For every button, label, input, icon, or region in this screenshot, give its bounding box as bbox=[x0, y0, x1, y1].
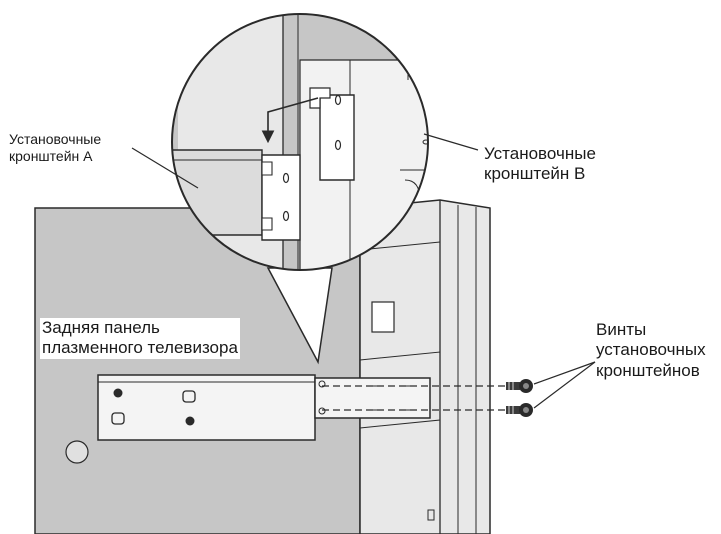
rear-panel-label: Задняя панель плазменного телевизора bbox=[40, 318, 240, 359]
bracket-a-label-line2: кронштейн А bbox=[9, 147, 93, 164]
magnifier-callout bbox=[171, 13, 429, 365]
screws-label-line2: установочных bbox=[596, 340, 706, 360]
screw-pointer-lines bbox=[533, 361, 596, 409]
panel-hole bbox=[65, 440, 89, 464]
bracket-a-label: Установочные кронштейн А bbox=[9, 131, 101, 165]
bracket-a-drawing bbox=[97, 374, 316, 441]
rear-panel-label-line2: плазменного телевизора bbox=[42, 338, 238, 358]
screws-label-line1: Винты bbox=[596, 320, 647, 339]
rear-panel-label-line1: Задняя панель bbox=[42, 318, 160, 337]
bracket-a-leader bbox=[131, 147, 199, 189]
screw-lower bbox=[506, 403, 533, 417]
tv-side-frame bbox=[359, 199, 491, 534]
bracket-b-label: Установочные кронштейн В bbox=[484, 144, 596, 185]
screws-label: Винты установочных кронштейнов bbox=[596, 320, 706, 381]
bracket-b-label-line1: Установочные bbox=[484, 144, 596, 163]
bracket-b-drawing bbox=[314, 377, 431, 419]
bracket-b-label-line2: кронштейн В bbox=[484, 164, 586, 184]
screw-upper bbox=[506, 379, 533, 393]
bracket-a-label-line1: Установочные bbox=[9, 131, 102, 147]
frame-slot bbox=[371, 301, 395, 333]
screws-label-line3: кронштейнов bbox=[596, 360, 700, 380]
bracket-b-leader bbox=[423, 133, 479, 151]
screw-guide-lines bbox=[322, 385, 510, 411]
